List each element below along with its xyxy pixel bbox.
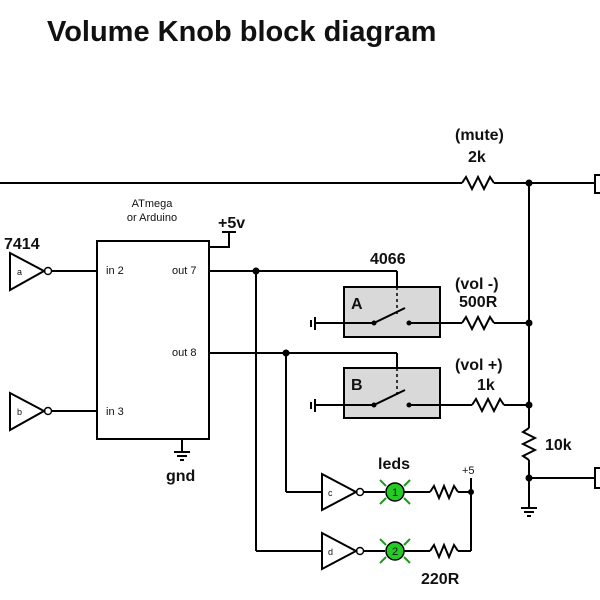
led1-number: 1 bbox=[392, 487, 398, 499]
resistor-vol-plus-value: 1k bbox=[477, 377, 495, 394]
schmitt-inverter-top bbox=[9, 251, 47, 292]
pin-out8-label: out 8 bbox=[172, 347, 196, 359]
resistor-vol-minus-value: 500R bbox=[459, 294, 498, 311]
led-ray bbox=[379, 479, 387, 487]
mute-label: (mute) bbox=[455, 127, 504, 144]
switch-a-blade bbox=[373, 307, 406, 324]
analog-switch-a bbox=[343, 286, 441, 338]
schmitt-inverter-bottom bbox=[9, 391, 47, 432]
resistor-vol-plus bbox=[471, 396, 505, 414]
mcu-supply-wire bbox=[209, 232, 230, 248]
led2-driver-inverter bbox=[321, 531, 359, 571]
microcontroller-block bbox=[96, 240, 210, 440]
supply-5v-label: +5v bbox=[218, 215, 245, 232]
vol-minus-label: (vol -) bbox=[455, 276, 499, 293]
mcu-label-line1: ATmega bbox=[132, 198, 174, 210]
diagram-title: Volume Knob block diagram bbox=[47, 16, 436, 48]
led1-driver-inverter bbox=[321, 472, 359, 512]
junction-dot bbox=[525, 319, 533, 327]
inverter-bubble bbox=[355, 487, 365, 497]
switch-b-label: B bbox=[351, 377, 363, 394]
inverter-bubble bbox=[355, 546, 365, 556]
junction-dot bbox=[525, 401, 533, 409]
inverter-bubble bbox=[43, 266, 53, 276]
pin-out7-label: out 7 bbox=[172, 265, 196, 277]
switch-a-label: A bbox=[351, 296, 363, 313]
resistor-vol-minus bbox=[461, 314, 495, 332]
resistor-10k bbox=[520, 427, 538, 461]
pin-in3-label: in 3 bbox=[106, 406, 124, 418]
mcu-label-line2: or Arduino bbox=[127, 212, 177, 224]
pin-in2-label: in 2 bbox=[106, 265, 124, 277]
resistor-led1 bbox=[429, 483, 459, 501]
gnd-label: gnd bbox=[166, 468, 195, 485]
resistor-mute bbox=[461, 174, 495, 192]
led-ray bbox=[379, 556, 387, 564]
inverter-bubble bbox=[43, 406, 53, 416]
leds-label: leds bbox=[378, 456, 410, 473]
resistor-mute-value: 2k bbox=[468, 149, 486, 166]
led-supply-label: +5 bbox=[462, 465, 475, 477]
led-ray bbox=[403, 497, 411, 505]
resistor-10k-value: 10k bbox=[545, 437, 572, 454]
gate-label-c: c bbox=[328, 488, 333, 498]
gate-label-b: b bbox=[17, 407, 22, 417]
gate-label-d: d bbox=[328, 547, 333, 557]
led-ray bbox=[403, 556, 411, 564]
led-ray bbox=[403, 479, 411, 487]
gate-label-a: a bbox=[17, 267, 22, 277]
led-ray bbox=[403, 538, 411, 546]
jack-bottom bbox=[594, 467, 600, 489]
vol-plus-label: (vol +) bbox=[455, 357, 503, 374]
chip-4066-label: 4066 bbox=[370, 251, 406, 268]
chip-7414-label: 7414 bbox=[4, 236, 40, 253]
jack-top bbox=[594, 174, 600, 194]
resistor-led2 bbox=[429, 542, 459, 560]
analog-switch-b bbox=[343, 367, 441, 419]
resistor-led-value: 220R bbox=[421, 571, 460, 588]
led-ray bbox=[379, 497, 387, 505]
switch-b-blade bbox=[373, 389, 406, 406]
led-ray bbox=[379, 538, 387, 546]
led2-number: 2 bbox=[392, 546, 398, 558]
